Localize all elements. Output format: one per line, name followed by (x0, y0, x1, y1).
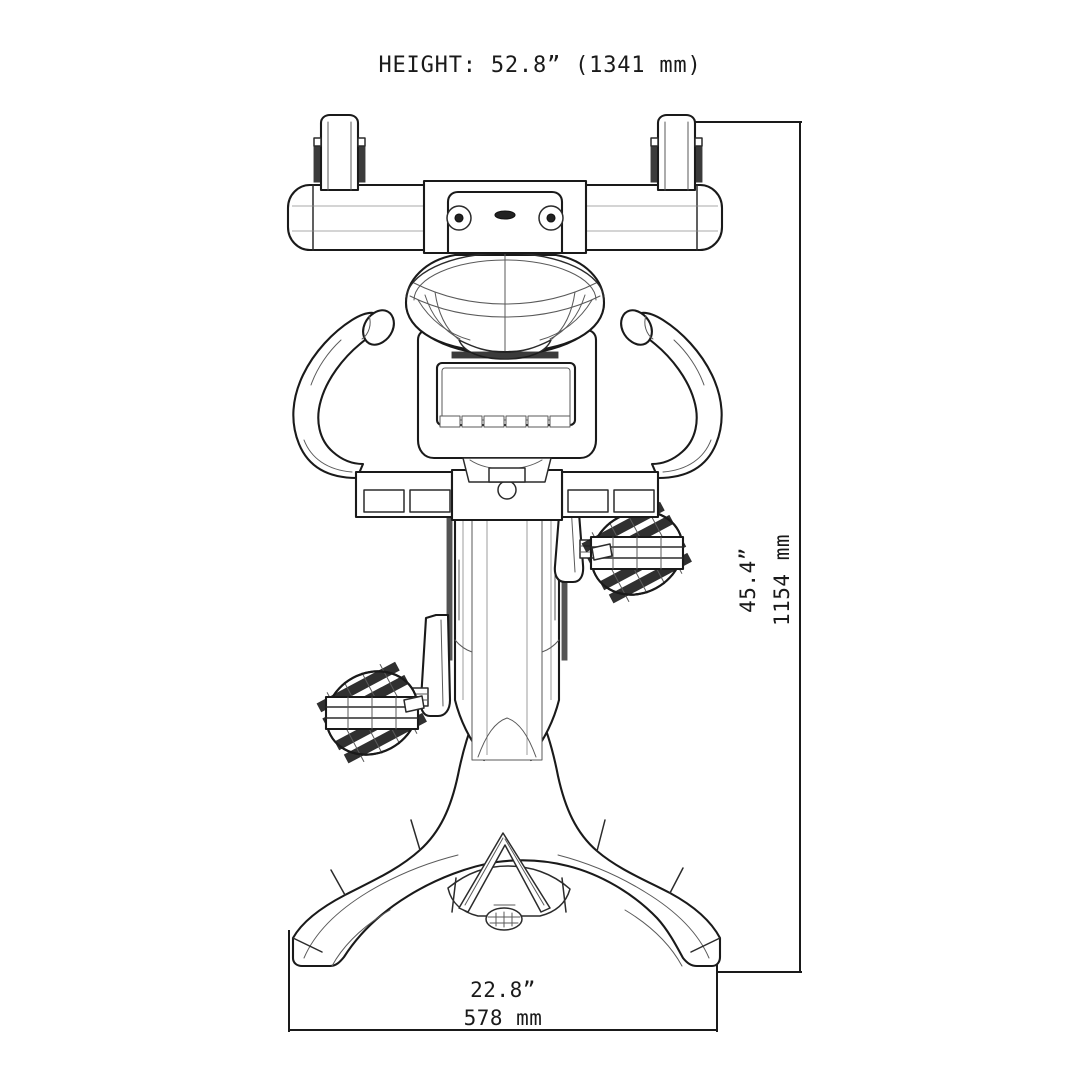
console-button[interactable] (461, 415, 483, 428)
width-mm-label: 578 mm (464, 1006, 543, 1030)
left-handlebar-grip-end (361, 309, 395, 346)
saddle-top-view (404, 249, 606, 360)
left-caged-pedal (316, 661, 427, 764)
console-button[interactable] (483, 415, 505, 428)
saddle-seam-stitching (451, 351, 559, 359)
console-button[interactable] (505, 415, 527, 428)
console-button[interactable] (527, 415, 549, 428)
console-button[interactable] (439, 415, 461, 428)
left-vertical-grip-post (313, 113, 366, 192)
handlebar-adjust-knob[interactable] (497, 480, 517, 500)
seat-adjust-slot[interactable] (494, 210, 516, 220)
console-assembly (416, 328, 598, 483)
width-inches-label: 22.8” (470, 978, 536, 1002)
length-mm-label: 1154 mm (770, 534, 794, 626)
bike-assembly (286, 113, 724, 968)
right-vertical-grip-post (650, 113, 703, 192)
right-handlebar-grip-end (620, 309, 654, 346)
rear-seat-support-bar (286, 113, 724, 255)
height-title-label: HEIGHT: 52.8” (1341 mm) (378, 53, 701, 78)
handlebar-assembly (292, 309, 723, 522)
length-inches-label: 45.4” (736, 547, 760, 613)
console-button-row[interactable] (439, 415, 571, 428)
console-button[interactable] (549, 415, 571, 428)
dimension-annotations: 45.4” 1154 mm 22.8” 578 mm (288, 121, 802, 1032)
